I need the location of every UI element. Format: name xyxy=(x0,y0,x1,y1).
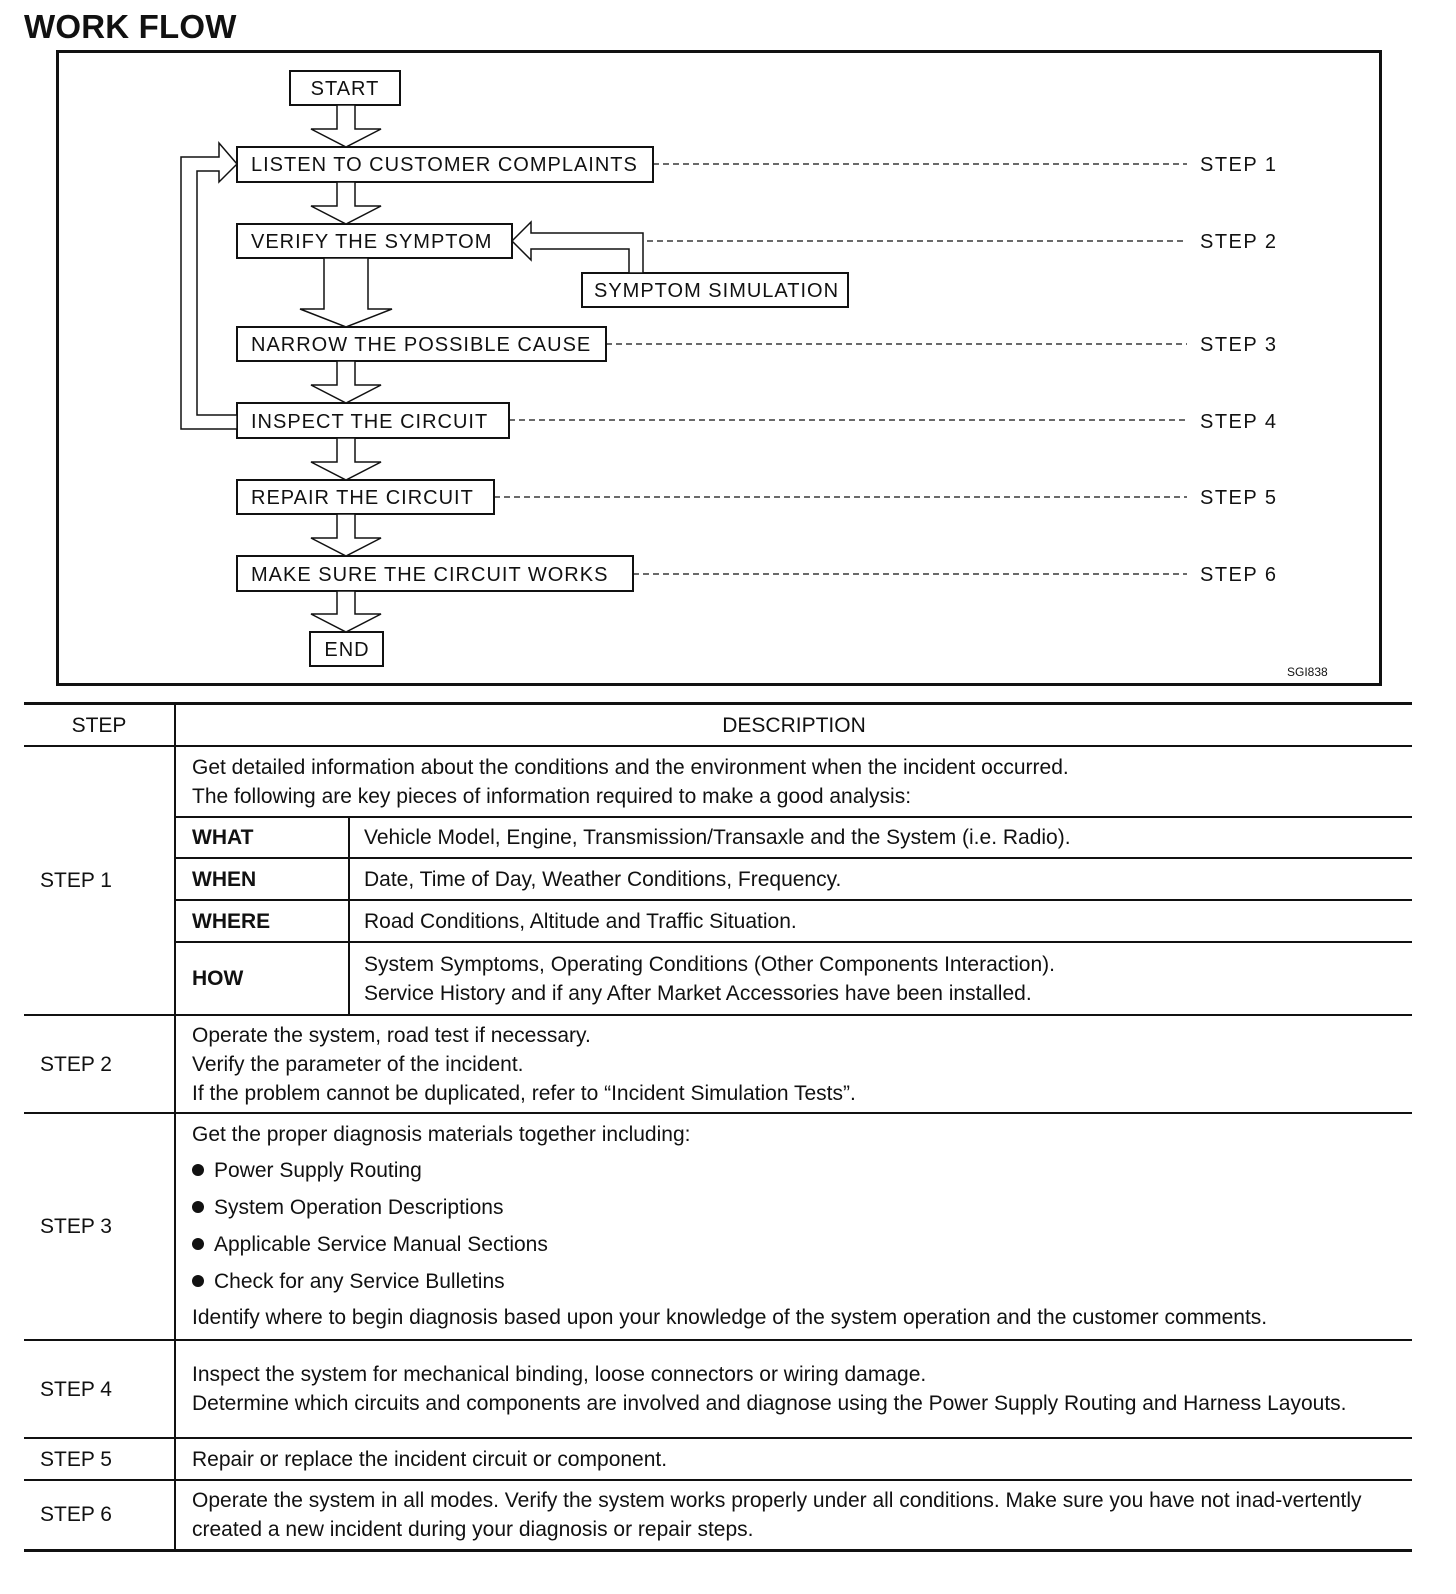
description-line: If the problem cannot be duplicated, ref… xyxy=(192,1081,856,1105)
arrow-down-icon xyxy=(310,437,382,481)
info-row-when: WHEN Date, Time of Day, Weather Conditio… xyxy=(176,857,1412,900)
step-label: STEP 6 xyxy=(24,1479,176,1550)
step-2-node-label: VERIFY THE SYMPTOM xyxy=(251,231,492,253)
materials-list: Power Supply Routing System Operation De… xyxy=(192,1152,1396,1300)
step-4-node-label: INSPECT THE CIRCUIT xyxy=(251,411,488,433)
step-3-box xyxy=(236,326,607,362)
info-value: Road Conditions, Altitude and Traffic Si… xyxy=(349,899,1412,942)
step-6-description: Operate the system in all modes. Verify … xyxy=(175,1479,1412,1550)
step-1-description: Get detailed information about the condi… xyxy=(175,745,1412,1015)
step-label: STEP 5 xyxy=(24,1437,176,1480)
page-title: WORK FLOW xyxy=(24,8,237,45)
info-row-how: HOW System Symptoms, Operating Condition… xyxy=(176,941,1412,1014)
step-5-marker: STEP 5 xyxy=(1200,487,1278,509)
step-3-node-label: NARROW THE POSSIBLE CAUSE xyxy=(251,334,591,356)
step-label: STEP 2 xyxy=(24,1014,176,1113)
step-3-description: Get the proper diagnosis materials toget… xyxy=(175,1112,1412,1340)
description-line: Service History and if any After Market … xyxy=(364,981,1032,1005)
table-row: STEP 1 Get detailed information about th… xyxy=(24,745,1412,1015)
step-2-description: Operate the system, road test if necessa… xyxy=(175,1014,1412,1113)
step-description-table: STEP DESCRIPTION STEP 1 Get detailed inf… xyxy=(24,702,1412,1552)
arrow-down-icon xyxy=(310,104,382,148)
symptom-simulation-box xyxy=(581,272,849,308)
step-5-node-label: REPAIR THE CIRCUIT xyxy=(251,487,474,509)
step-5-description: Repair or replace the incident circuit o… xyxy=(175,1437,1412,1480)
end-box xyxy=(309,631,384,667)
table-row: STEP 3 Get the proper diagnosis material… xyxy=(24,1112,1412,1340)
step-1-intro: Get detailed information about the condi… xyxy=(176,747,1412,816)
description-line: Operate the system, road test if necessa… xyxy=(192,1023,591,1047)
arrow-down-icon xyxy=(299,257,393,328)
description-line: Operate the system in all modes. Verify … xyxy=(192,1488,1362,1541)
step-6-marker: STEP 6 xyxy=(1200,564,1278,586)
table-header-row: STEP DESCRIPTION xyxy=(24,703,1412,746)
table-row: STEP 6 Operate the system in all modes. … xyxy=(24,1479,1412,1550)
arrow-down-icon xyxy=(310,590,382,633)
info-key: HOW xyxy=(176,941,350,1014)
info-row-what: WHAT Vehicle Model, Engine, Transmission… xyxy=(176,816,1412,858)
description-line: Get the proper diagnosis materials toget… xyxy=(192,1122,691,1146)
symptom-simulation-arrow xyxy=(510,220,644,274)
list-item: Power Supply Routing xyxy=(192,1152,1396,1189)
end-label: END xyxy=(324,639,369,661)
step-label: STEP 3 xyxy=(24,1112,176,1340)
description-line: System Symptoms, Operating Conditions (O… xyxy=(364,952,1055,976)
arrow-down-icon xyxy=(310,513,382,557)
arrow-down-icon xyxy=(310,360,382,404)
table-row: STEP 2 Operate the system, road test if … xyxy=(24,1014,1412,1113)
info-key: WHERE xyxy=(176,899,350,942)
step-2-marker: STEP 2 xyxy=(1200,231,1278,253)
info-value: System Symptoms, Operating Conditions (O… xyxy=(349,941,1412,1014)
table-row: STEP 5 Repair or replace the incident ci… xyxy=(24,1437,1412,1480)
info-value: Date, Time of Day, Weather Conditions, F… xyxy=(349,857,1412,900)
header-description: DESCRIPTION xyxy=(722,713,866,737)
description-line: Inspect the system for mechanical bindin… xyxy=(192,1363,927,1386)
workflow-flowchart: START END LISTEN TO CUSTOMER COMPLAINTS … xyxy=(180,70,1328,679)
step-1-marker: STEP 1 xyxy=(1200,154,1278,176)
table-row: STEP 4 Inspect the system for mechanical… xyxy=(24,1339,1412,1438)
description-line: Repair or replace the incident circuit o… xyxy=(192,1447,668,1471)
info-key: WHAT xyxy=(176,816,350,858)
step-1-box xyxy=(236,146,654,183)
start-label: START xyxy=(311,78,380,100)
info-key: WHEN xyxy=(176,857,350,900)
description-line: Determine which circuits and components … xyxy=(192,1392,1347,1415)
step-4-box xyxy=(236,402,510,439)
information-table: WHAT Vehicle Model, Engine, Transmission… xyxy=(176,816,1412,1014)
workflow-diagram: START END LISTEN TO CUSTOMER COMPLAINTS … xyxy=(56,50,1382,686)
description-line: Identify where to begin diagnosis based … xyxy=(192,1305,1268,1329)
list-item: System Operation Descriptions xyxy=(192,1189,1396,1226)
step-4-marker: STEP 4 xyxy=(1200,411,1278,433)
bullet-icon xyxy=(192,1200,204,1213)
description-line: The following are key pieces of informat… xyxy=(192,785,912,808)
arrow-down-icon xyxy=(310,181,382,225)
step-6-node-label: MAKE SURE THE CIRCUIT WORKS xyxy=(251,564,608,586)
feedback-loop-arrow xyxy=(180,140,239,430)
step-5-box xyxy=(236,479,495,515)
list-item: Applicable Service Manual Sections xyxy=(192,1226,1396,1263)
info-value: Vehicle Model, Engine, Transmission/Tran… xyxy=(349,816,1412,858)
bullet-icon xyxy=(192,1237,204,1250)
bullet-icon xyxy=(192,1163,204,1176)
info-row-where: WHERE Road Conditions, Altitude and Traf… xyxy=(176,899,1412,942)
header-step: STEP xyxy=(24,703,176,746)
list-item: Check for any Service Bulletins xyxy=(192,1263,1396,1300)
step-6-box xyxy=(236,555,634,592)
figure-code: SGI838 xyxy=(1287,665,1328,679)
description-line: Verify the parameter of the incident. xyxy=(192,1052,524,1076)
step-label: STEP 1 xyxy=(24,745,176,1015)
bullet-icon xyxy=(192,1274,204,1287)
step-4-description: Inspect the system for mechanical bindin… xyxy=(175,1339,1412,1438)
step-label: STEP 4 xyxy=(24,1339,176,1438)
description-line: Get detailed information about the condi… xyxy=(192,756,1069,779)
symptom-simulation-label: SYMPTOM SIMULATION xyxy=(594,280,839,302)
step-3-marker: STEP 3 xyxy=(1200,334,1278,356)
step-1-node-label: LISTEN TO CUSTOMER COMPLAINTS xyxy=(251,154,638,176)
